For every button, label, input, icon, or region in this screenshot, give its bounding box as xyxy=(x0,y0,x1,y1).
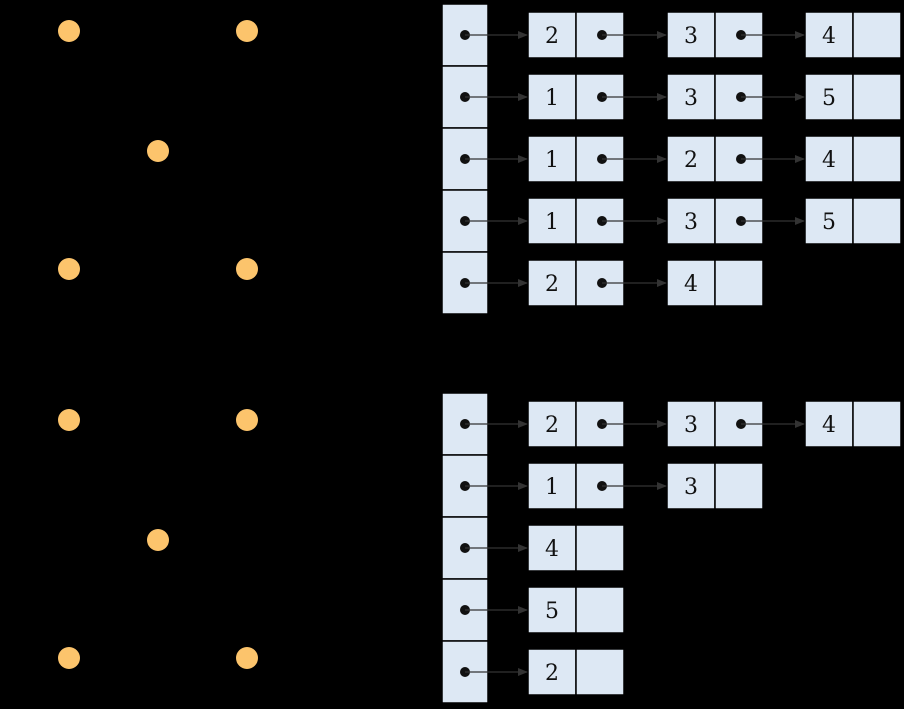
next-cell xyxy=(575,586,625,634)
node-value: 4 xyxy=(822,148,836,173)
graph-vertex xyxy=(236,647,258,669)
value-cell xyxy=(527,135,577,183)
graph-vertex xyxy=(58,409,80,431)
node-value: 3 xyxy=(684,86,698,111)
node-value: 2 xyxy=(545,272,559,297)
graph-vertex xyxy=(236,409,258,431)
value-cell xyxy=(527,11,577,59)
value-cell xyxy=(666,73,716,121)
value-cell xyxy=(804,400,854,448)
next-cell xyxy=(575,524,625,572)
node-value: 4 xyxy=(545,537,559,562)
node-value: 3 xyxy=(684,475,698,500)
next-cell xyxy=(852,135,902,183)
node-value: 3 xyxy=(684,24,698,49)
value-cell xyxy=(527,462,577,510)
value-cell xyxy=(527,259,577,307)
node-value: 5 xyxy=(822,210,836,235)
next-cell xyxy=(852,400,902,448)
next-cell xyxy=(575,648,625,696)
node-value: 4 xyxy=(822,413,836,438)
graph-vertex xyxy=(58,647,80,669)
value-cell xyxy=(804,197,854,245)
node-value: 1 xyxy=(545,475,559,500)
node-value: 1 xyxy=(545,210,559,235)
node-value: 1 xyxy=(545,86,559,111)
node-value: 3 xyxy=(684,210,698,235)
node-value: 5 xyxy=(822,86,836,111)
next-cell xyxy=(852,73,902,121)
graph-vertex xyxy=(58,258,80,280)
next-cell xyxy=(714,259,764,307)
value-cell xyxy=(527,648,577,696)
node-value: 2 xyxy=(545,24,559,49)
value-cell xyxy=(804,11,854,59)
value-cell xyxy=(527,197,577,245)
node-value: 4 xyxy=(822,24,836,49)
value-cell xyxy=(666,400,716,448)
graph-vertex xyxy=(58,20,80,42)
next-cell xyxy=(852,11,902,59)
node-value: 2 xyxy=(545,413,559,438)
node-value: 2 xyxy=(684,148,698,173)
graph-vertex xyxy=(147,140,169,162)
graph-vertex xyxy=(236,20,258,42)
node-value: 5 xyxy=(545,599,559,624)
value-cell xyxy=(666,462,716,510)
value-cell xyxy=(804,73,854,121)
node-value: 1 xyxy=(545,148,559,173)
value-cell xyxy=(527,73,577,121)
value-cell xyxy=(527,586,577,634)
next-cell xyxy=(714,462,764,510)
graph-vertex xyxy=(147,529,169,551)
value-cell xyxy=(666,259,716,307)
value-cell xyxy=(666,197,716,245)
node-value: 3 xyxy=(684,413,698,438)
next-cell xyxy=(852,197,902,245)
node-value: 2 xyxy=(545,661,559,686)
node-value: 4 xyxy=(684,272,698,297)
graph-vertex xyxy=(236,258,258,280)
diagram-1: 2 3 4 1 3 5 1 2 4 1 3 5 2 4 xyxy=(58,3,902,315)
value-cell xyxy=(804,135,854,183)
diagram-2: 2 3 4 1 3 4 5 2 xyxy=(58,392,902,704)
